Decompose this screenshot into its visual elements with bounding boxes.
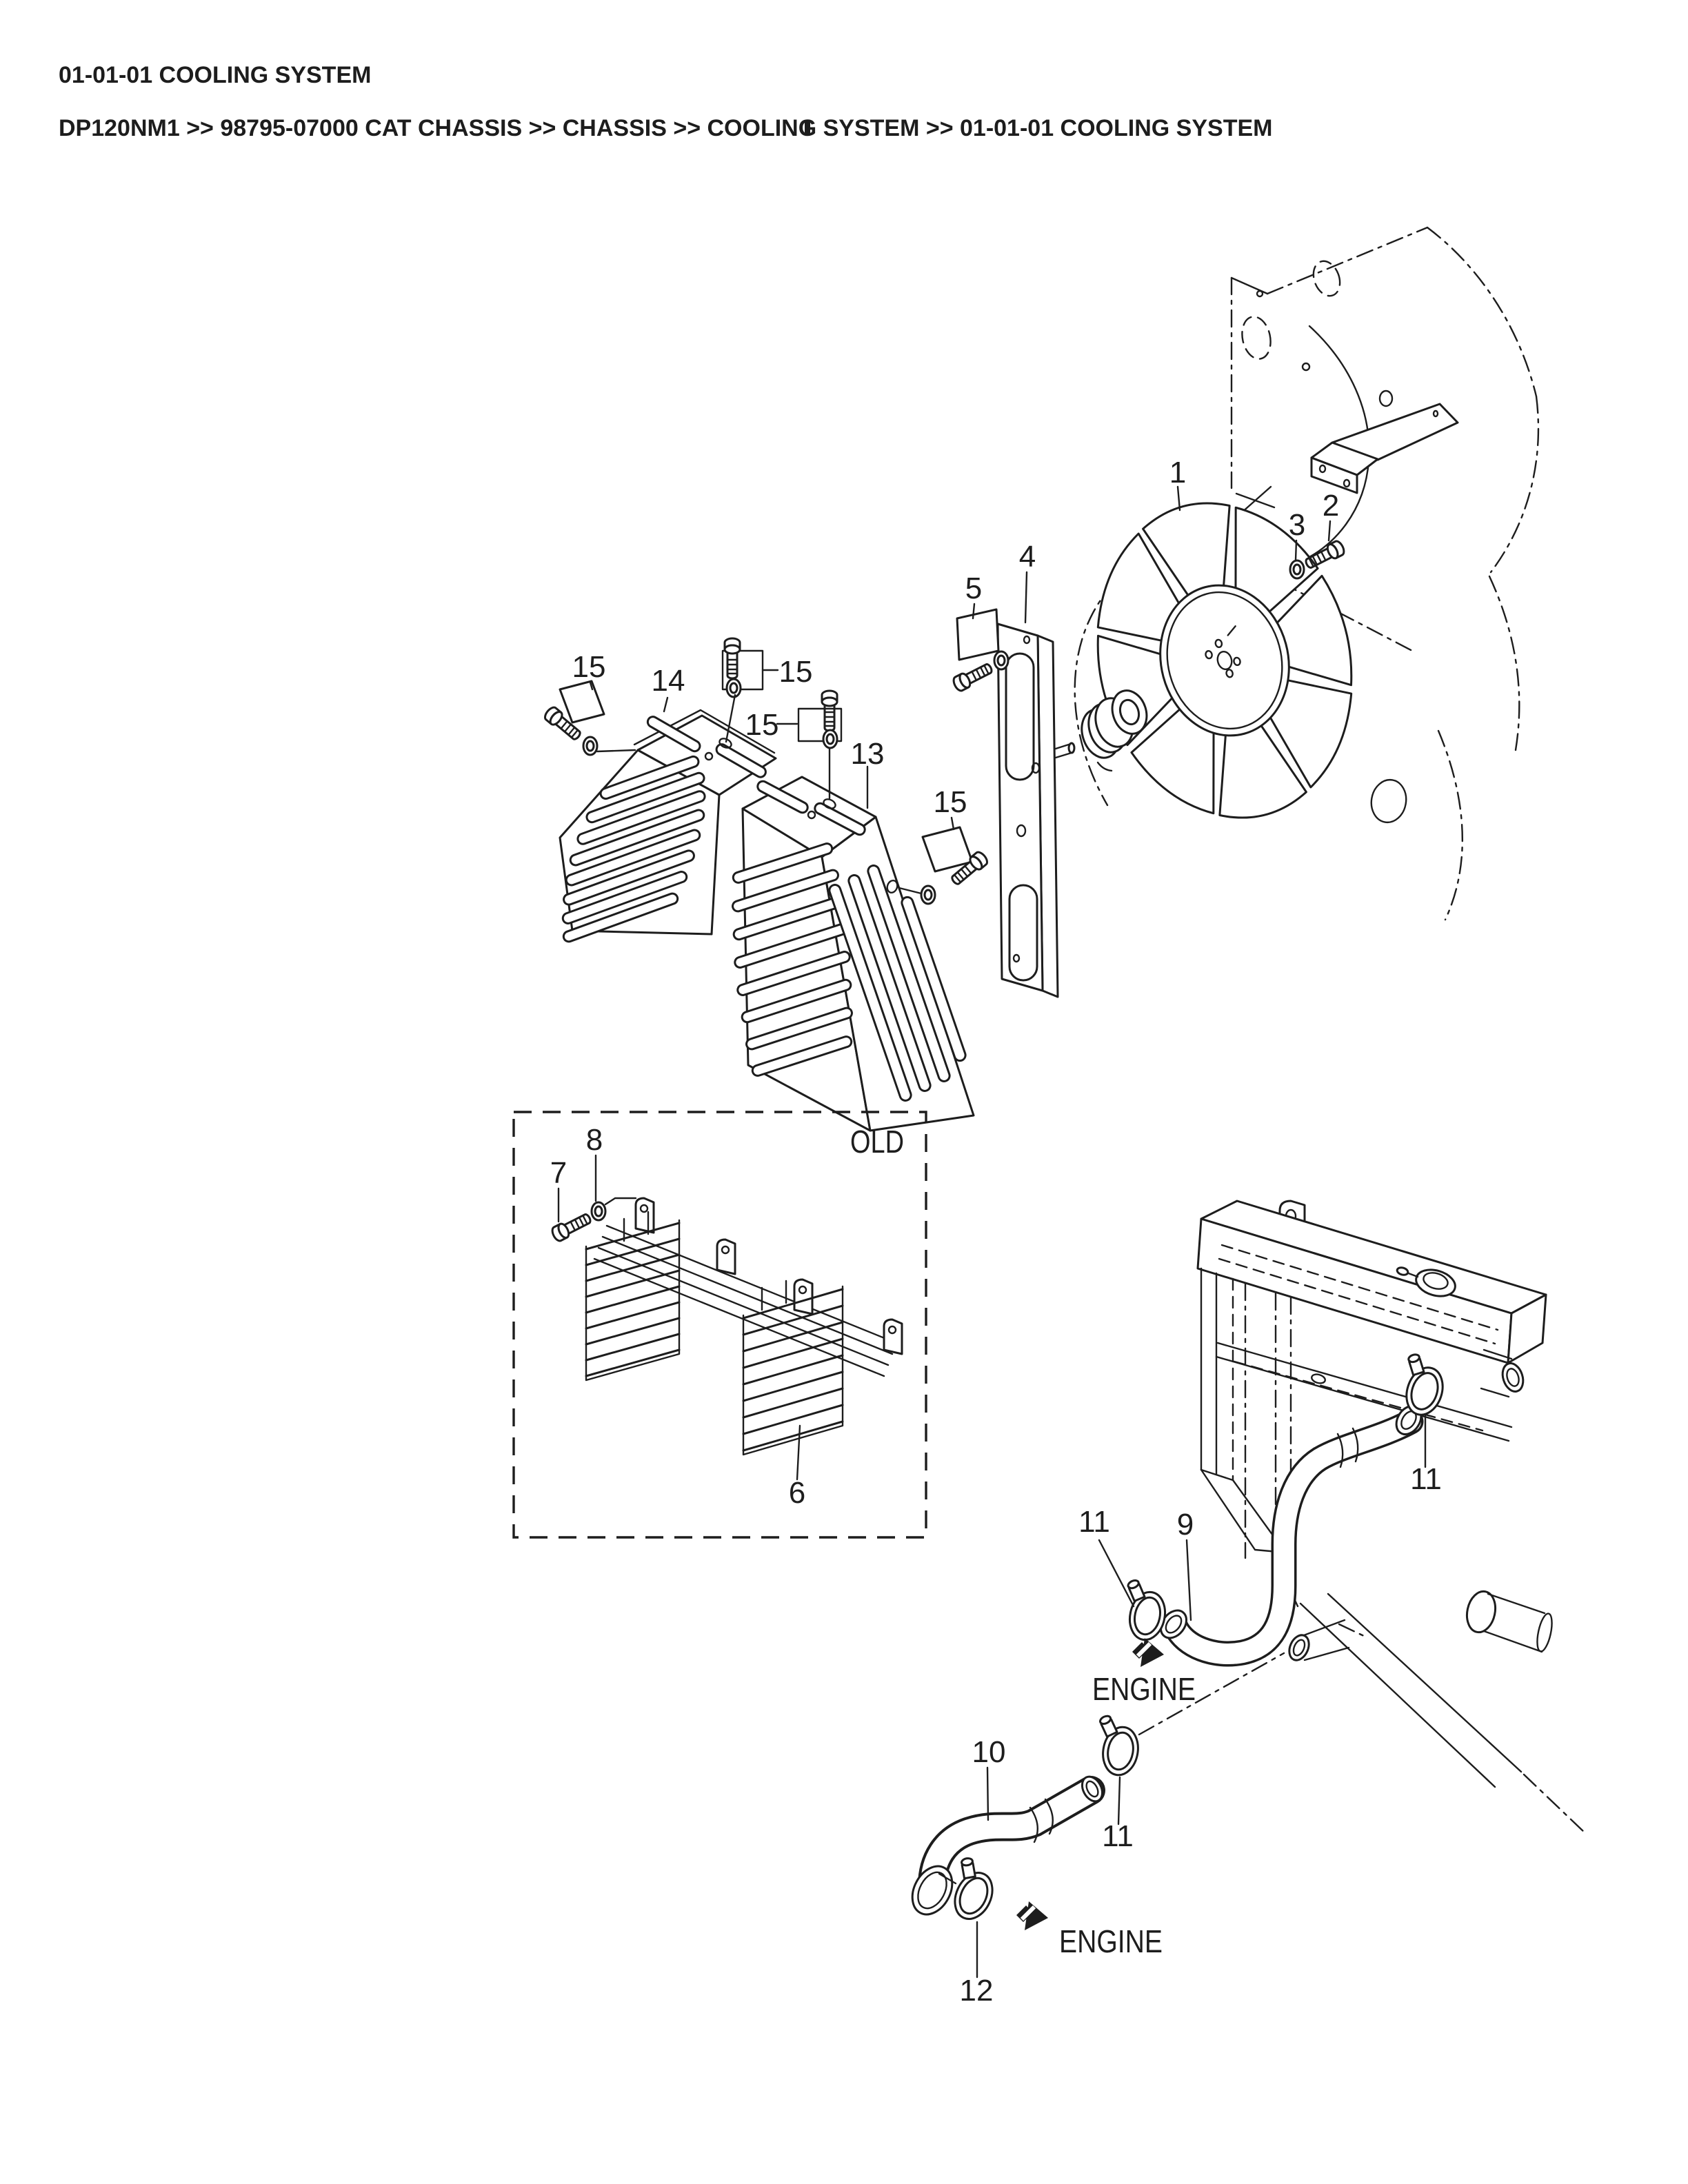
guard-bolt-middle <box>821 689 838 732</box>
old-box-label: OLD <box>850 1124 904 1160</box>
upper-radiator-hose <box>1159 1405 1424 1667</box>
cooling-fan <box>1096 502 1353 819</box>
fan-guard-left <box>559 709 777 943</box>
radiator-filler-cap <box>1396 1266 1456 1297</box>
crank-pulley <box>1081 689 1148 772</box>
guard-washer-right <box>920 884 936 905</box>
callout-12[interactable]: 12 <box>960 1974 994 2008</box>
guard-bolt-kit-left <box>559 680 605 724</box>
breadcrumb[interactable]: DP120NM1 >> 98795-07000 CAT CHASSIS >> C… <box>59 115 1273 141</box>
part-callouts: 1 2 3 4 5 15 14 15 15 13 15 8 7 6 11 9 1… <box>550 456 1442 2008</box>
old-wire-fan-guard <box>585 1197 903 1456</box>
callout-7[interactable]: 7 <box>550 1156 567 1190</box>
guard-washer-left <box>582 736 599 756</box>
callout-14[interactable]: 14 <box>652 664 685 698</box>
bracket-washer <box>993 650 1009 671</box>
callout-15-top[interactable]: 15 <box>779 655 813 689</box>
callout-2[interactable]: 2 <box>1323 489 1339 523</box>
fan-mounting-bracket <box>1310 403 1459 494</box>
engine-pipe-stub <box>1138 1619 1350 1736</box>
lower-radiator-hose <box>911 1775 1105 1916</box>
callout-leader-lines <box>557 485 1427 1979</box>
callout-10[interactable]: 10 <box>972 1735 1006 1769</box>
fan-bolt <box>1302 538 1347 573</box>
callout-4[interactable]: 4 <box>1019 540 1036 574</box>
bracket-bolt <box>950 659 996 694</box>
callout-1[interactable]: 1 <box>1169 456 1186 489</box>
guard-bolt-kit-middle <box>797 707 843 742</box>
engine-housing-phantom-outline <box>1074 226 1540 921</box>
guard-bolt-top <box>723 637 741 680</box>
fan-washer <box>1289 559 1305 580</box>
callout-8[interactable]: 8 <box>586 1123 603 1157</box>
guard-washer-top <box>725 678 742 698</box>
callout-9[interactable]: 9 <box>1177 1508 1194 1541</box>
old-guard-bolt <box>549 1209 594 1244</box>
engine-label-upper: ENGINE <box>1092 1671 1196 1707</box>
text-cursor-artifact <box>805 122 810 134</box>
callout-15-left[interactable]: 15 <box>572 650 606 684</box>
old-version-box <box>512 1111 927 1539</box>
callout-3[interactable]: 3 <box>1289 508 1305 542</box>
page-title: 01-01-01 COOLING SYSTEM <box>59 62 372 88</box>
fan-guard-right <box>732 776 975 1132</box>
engine-direction-arrow-upper <box>1132 1638 1164 1667</box>
plate-bracket <box>956 608 1000 661</box>
engine-label-lower: ENGINE <box>1059 1923 1163 1959</box>
callout-5[interactable]: 5 <box>965 572 982 605</box>
guard-washer-middle <box>822 729 838 749</box>
callout-6[interactable]: 6 <box>789 1476 805 1510</box>
old-guard-washer <box>590 1201 607 1222</box>
hose-clamp-lower-engine-end <box>1089 1712 1145 1779</box>
callout-13[interactable]: 13 <box>851 737 885 771</box>
radiator <box>1196 1200 1547 1608</box>
callout-11-radiator[interactable]: 11 <box>1410 1462 1442 1496</box>
engine-direction-arrow-lower <box>1016 1901 1048 1930</box>
callout-15-right[interactable]: 15 <box>934 785 967 819</box>
chassis-frame-lines <box>1299 1590 1587 1835</box>
callout-11-upper-hose[interactable]: 11 <box>1078 1505 1110 1539</box>
callout-15-middle[interactable]: 15 <box>745 708 779 742</box>
fan-guard-mount-plate <box>996 623 1076 998</box>
callout-11-lower-hose[interactable]: 11 <box>1102 1819 1134 1853</box>
